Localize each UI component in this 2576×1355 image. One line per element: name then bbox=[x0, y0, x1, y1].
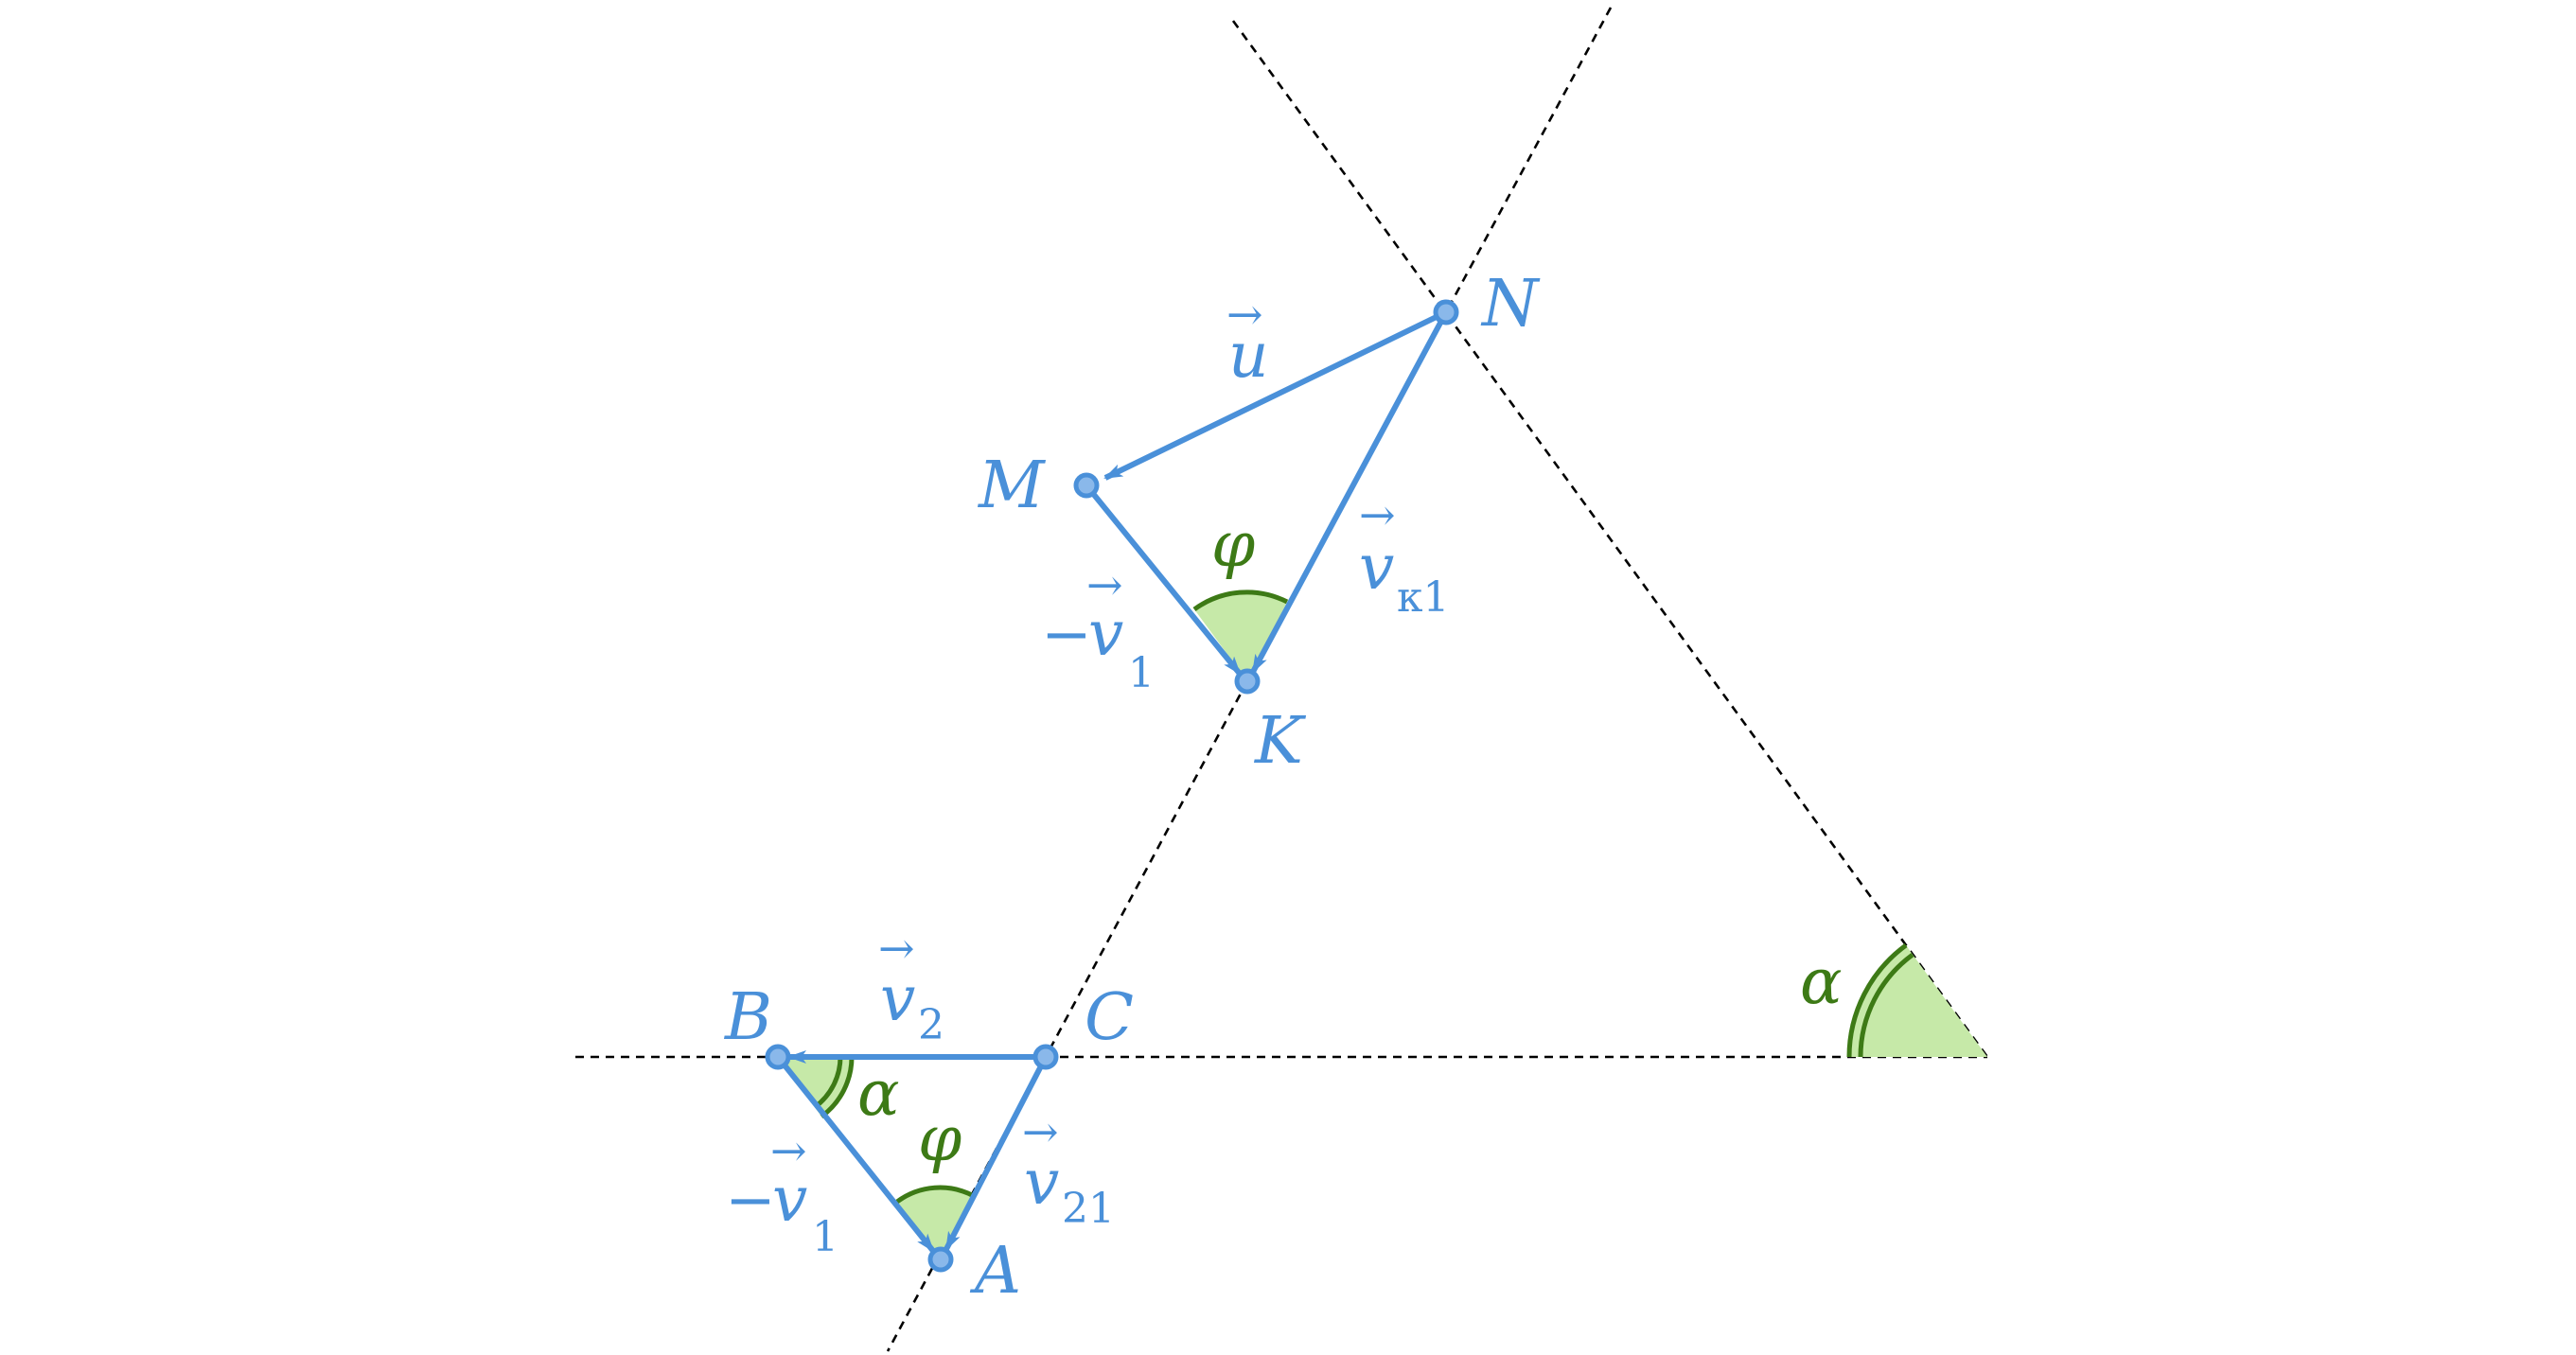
arrow-glyph-u: → bbox=[1226, 289, 1263, 340]
label-m: M bbox=[977, 449, 1047, 523]
point-n bbox=[1433, 299, 1459, 326]
label-b: B bbox=[723, 980, 772, 1055]
label-vector-minus-v1-bottom: − → v 1 bbox=[725, 1125, 838, 1261]
sign-minus-v1-top: − bbox=[1041, 600, 1092, 670]
label-vector-v2: → v 2 bbox=[878, 923, 944, 1049]
vector-v2-sub: 2 bbox=[918, 1001, 944, 1049]
point-b bbox=[765, 1044, 791, 1070]
phi-angle-top-arc bbox=[1192, 590, 1289, 612]
point-labels: N M K B C A bbox=[723, 267, 1541, 1309]
vector-vk1-symbol: v bbox=[1359, 531, 1394, 604]
phi-angle-bottom-sector bbox=[897, 1188, 974, 1259]
vector-minus-v1-bottom-sub: 1 bbox=[812, 1213, 838, 1261]
angle-labels: φ φ α α bbox=[857, 508, 1843, 1175]
vector-minus-v1-b-to-a bbox=[775, 1055, 936, 1253]
vector-minus-v1-m-to-k bbox=[1084, 484, 1243, 676]
vector-u-n-to-m bbox=[1103, 309, 1448, 481]
vector-vk1-n-to-k bbox=[1250, 310, 1449, 674]
label-vector-vk1: → v к1 bbox=[1359, 489, 1450, 622]
label-n: N bbox=[1480, 267, 1541, 342]
angle-markers bbox=[778, 590, 1987, 1259]
arrow-glyph-minus-v1-bottom: → bbox=[770, 1125, 807, 1176]
label-alpha-right: α bbox=[1800, 945, 1843, 1018]
vector-v21-sub: 21 bbox=[1062, 1185, 1115, 1233]
label-a: A bbox=[969, 1234, 1021, 1309]
phi-angle-top-sector bbox=[1194, 591, 1287, 681]
vector-labels: → u → v к1 − → v 1 → v 2 → v 21 − bbox=[725, 289, 1450, 1261]
points bbox=[765, 299, 1459, 1273]
alpha-angle-right-arc-outer bbox=[1846, 942, 1908, 1058]
label-vector-v21: → v 21 bbox=[1022, 1106, 1115, 1233]
line-through-n-upward bbox=[1444, 7, 1613, 313]
vector-v21-symbol: v bbox=[1024, 1146, 1059, 1219]
label-phi-top: φ bbox=[1211, 508, 1255, 581]
arrow-glyph-v21: → bbox=[1022, 1106, 1059, 1157]
vector-minus-v1-bottom-symbol: v bbox=[772, 1163, 807, 1236]
label-vector-minus-v1-top: − → v 1 bbox=[1041, 559, 1155, 697]
alpha-angle-b-arc-outer bbox=[820, 1056, 855, 1119]
alpha-angle-b-sector bbox=[778, 1057, 853, 1117]
point-a bbox=[927, 1246, 954, 1273]
label-c: C bbox=[1085, 980, 1134, 1055]
vector-vk1-sub: к1 bbox=[1397, 573, 1450, 622]
alpha-angle-right-sector bbox=[1848, 945, 1987, 1057]
vectors bbox=[775, 309, 1449, 1253]
arrow-glyph-minus-v1-top: → bbox=[1086, 559, 1123, 610]
label-k: K bbox=[1253, 704, 1307, 779]
sign-minus-v1-bottom: − bbox=[725, 1166, 776, 1236]
arrow-glyph-v2: → bbox=[878, 923, 915, 974]
vector-minus-v1-top-symbol: v bbox=[1088, 597, 1123, 670]
point-c bbox=[1032, 1044, 1059, 1070]
alpha-angle-b-arc-inner bbox=[813, 1056, 843, 1110]
phi-angle-bottom-arc bbox=[895, 1185, 976, 1205]
point-k bbox=[1234, 668, 1261, 695]
vector-v21-c-to-a bbox=[944, 1055, 1049, 1251]
vector-u-symbol: u bbox=[1228, 319, 1269, 392]
line-through-n-to-right-vertex bbox=[1231, 20, 1989, 1058]
arrow-glyph-vk1: → bbox=[1359, 489, 1396, 540]
alpha-angle-right-arc-inner bbox=[1858, 952, 1914, 1058]
vector-v2-symbol: v bbox=[880, 962, 915, 1035]
line-through-k-and-a bbox=[886, 680, 1249, 1352]
label-phi-bottom: φ bbox=[918, 1102, 962, 1175]
point-m bbox=[1073, 472, 1100, 499]
label-alpha-b: α bbox=[857, 1057, 900, 1130]
vector-minus-v1-top-sub: 1 bbox=[1128, 649, 1155, 697]
label-vector-u: → u bbox=[1226, 289, 1269, 392]
